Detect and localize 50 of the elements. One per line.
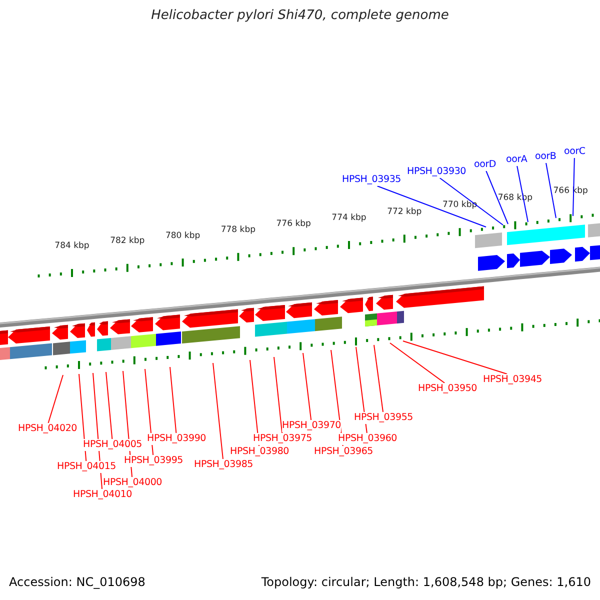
gene-label: HPSH_04020: [18, 423, 78, 435]
gene-label: oorA: [506, 154, 528, 166]
leader-line: [250, 360, 260, 446]
leader-line: [486, 170, 508, 224]
leader-line: [356, 346, 368, 434]
leader-line: [376, 186, 486, 228]
leader-line: [274, 356, 283, 434]
scale-label: 770 kbp: [441, 200, 478, 210]
leader-line: [106, 372, 113, 440]
gene-label: HPSH_03960: [338, 433, 398, 445]
scale-label: 784 kbp: [54, 241, 90, 251]
gene-label: HPSH_03965: [314, 446, 374, 458]
leader-line: [374, 344, 384, 412]
leader-line: [48, 374, 64, 424]
leader-line: [390, 342, 446, 384]
gene-label: HPSH_03990: [147, 433, 206, 445]
leader-line: [212, 362, 224, 460]
gene-label: HPSH_03980: [230, 446, 290, 458]
leader-line: [402, 340, 508, 374]
leader-line: [144, 368, 154, 456]
gene-label: HPSH_03930: [407, 166, 466, 178]
scale-label: 778 kbp: [220, 224, 256, 235]
leader-line: [439, 178, 504, 226]
gene-label: HPSH_03975: [253, 433, 312, 445]
footer-text: Accession: NC_010698: [9, 575, 146, 589]
leader-line: [78, 374, 87, 462]
gene-label: HPSH_04005: [83, 439, 142, 451]
gene-label: HPSH_03970: [282, 420, 342, 432]
leader-line: [302, 352, 312, 420]
gene-label: HPSH_03995: [124, 455, 184, 467]
gene-label: HPSH_04010: [73, 489, 132, 501]
gene-label: HPSH_04000: [103, 477, 162, 489]
scale-label: 780 kbp: [164, 230, 202, 241]
scale-label: 782 kbp: [109, 236, 146, 246]
gene-label: oorD: [474, 159, 496, 171]
gene-label: HPSH_03950: [418, 383, 478, 395]
leader-line: [572, 158, 575, 216]
gene-label: oorB: [535, 151, 556, 163]
title: Helicobacter pylori Shi470, complete genome: [150, 10, 450, 22]
gene-label: HPSH_03955: [354, 412, 414, 424]
gene-label: HPSH_03935: [342, 174, 402, 186]
leader-line: [170, 366, 177, 434]
gene-label: HPSH_03985: [194, 459, 254, 471]
gene-label: HPSH_03945: [483, 374, 542, 386]
scale-label: 776 kbp: [275, 219, 312, 230]
scale-label: 772 kbp: [386, 206, 423, 217]
leader-line: [546, 162, 556, 218]
footer-text: Topology: circular; Length: 1,608,548 bp; Genes: 1,610: [261, 575, 591, 589]
gene-label: HPSH_04015: [57, 461, 116, 473]
scale-label: 774 kbp: [330, 213, 368, 223]
